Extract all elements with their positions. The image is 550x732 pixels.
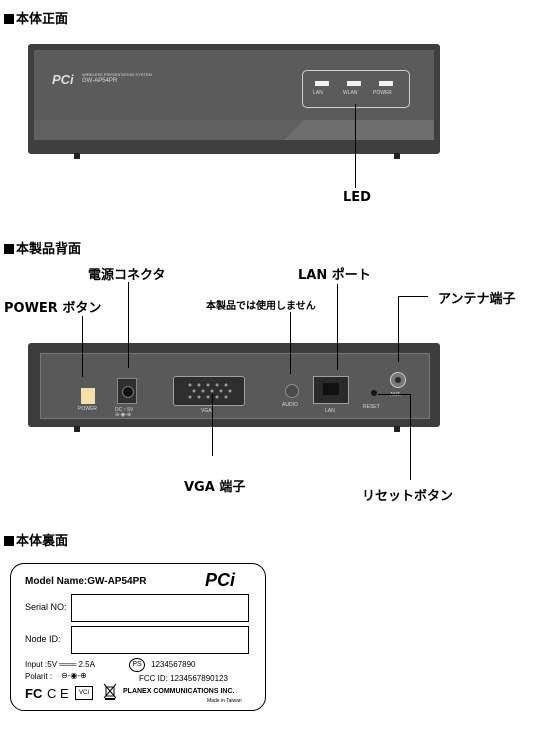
cert-number: 1234567890 [151, 660, 196, 669]
square-bullet-icon [4, 244, 14, 254]
antenna-pin-icon [395, 377, 401, 383]
power-connector-leader-line [128, 282, 129, 368]
back-device: POWER DC・5V ⊖-◉-⊕ VGA AUDIO LAN RESET [28, 343, 440, 427]
back-foot-left [74, 426, 80, 432]
vga-callout: VGA 端子 [184, 480, 246, 495]
power-button-leader-line [82, 316, 83, 377]
vga-port-label: VGA [201, 408, 212, 414]
not-used-callout: 本製品では使用しません [206, 301, 316, 312]
power-connector-callout: 電源コネクタ [88, 268, 166, 283]
power-button-callout: POWER ボタン [4, 301, 102, 316]
ce-mark-icon: C E [47, 686, 69, 701]
lan-port-label: LAN [325, 408, 335, 414]
input-rating: Input :5V ═══ 2.5A [25, 660, 95, 669]
antenna-label: ANT. [390, 392, 401, 398]
front-device: PCi WIRELESS PRESENTATION SYSTEM GW-AP54… [28, 44, 440, 154]
vga-leader-line [212, 394, 213, 456]
dc-polarity-symbol-icon: ⊖-◉-⊕ [115, 412, 132, 418]
led-panel: LAN WLAN POWER [302, 70, 410, 108]
antenna-leader-line-h [398, 296, 428, 297]
reset-button-label: RESET [363, 404, 380, 410]
back-foot-right [394, 426, 400, 432]
back-panel: POWER DC・5V ⊖-◉-⊕ VGA AUDIO LAN RESET [40, 353, 430, 419]
back-section-title: 本製品背面 [4, 238, 81, 257]
vga-port[interactable] [173, 376, 245, 406]
reset-callout: リセットボタン [362, 489, 454, 504]
polarity-symbol-icon: ⊖-◉-⊕ [61, 671, 87, 680]
power-button[interactable] [81, 388, 95, 404]
lan-socket-icon [323, 383, 339, 395]
vga-pins-icon [188, 383, 232, 399]
power-button-label: POWER [78, 406, 97, 412]
front-foot-right [394, 153, 400, 159]
front-title-text: 本体正面 [16, 11, 69, 26]
front-face-shading [34, 120, 434, 140]
polarity-label: Polarit : [25, 672, 53, 681]
dc-power-jack[interactable] [117, 378, 137, 404]
led-power-indicator [379, 81, 393, 86]
front-face: PCi WIRELESS PRESENTATION SYSTEM GW-AP54… [34, 50, 434, 140]
product-label: Model Name:GW-AP54PR PCi Serial NO: Node… [10, 563, 266, 711]
dc-input-label: DC・5V [115, 407, 134, 413]
lan-leader-line [337, 284, 338, 370]
weee-bin-icon [103, 683, 117, 700]
antenna-leader-line-v [398, 296, 399, 362]
vci-mark-icon: VCI [75, 686, 93, 700]
dc-jack-hole-icon [122, 386, 134, 398]
led-lan-indicator [315, 81, 329, 86]
node-id-label: Node ID: [25, 634, 61, 644]
bottom-title-text: 本体裏面 [16, 533, 69, 548]
fcc-id: FCC ID: 1234567890123 [139, 674, 228, 683]
front-system-line: WIRELESS PRESENTATION SYSTEM [82, 72, 152, 77]
led-wlan-label: WLAN [343, 90, 358, 96]
audio-leader-line [290, 312, 291, 374]
square-bullet-icon [4, 536, 14, 546]
lan-port[interactable] [313, 376, 349, 404]
bottom-section-title: 本体裏面 [4, 530, 68, 549]
led-lan-label: LAN [313, 90, 323, 96]
made-in: Made in Taiwan [207, 698, 242, 704]
audio-jack[interactable] [285, 384, 299, 398]
model-name: Model Name:GW-AP54PR [25, 576, 147, 587]
node-id-field [71, 626, 249, 654]
antenna-connector[interactable] [390, 372, 406, 388]
reset-leader-line-h [378, 394, 410, 395]
led-callout-line [355, 104, 356, 188]
lan-port-callout: LAN ポート [298, 268, 371, 283]
audio-jack-label: AUDIO [282, 402, 298, 408]
led-callout: LED [343, 190, 371, 205]
serial-field [71, 594, 249, 622]
cert-mark-icon: PS [129, 658, 145, 672]
antenna-callout: アンテナ端子 [438, 292, 516, 307]
front-section-title: 本体正面 [4, 8, 68, 27]
square-bullet-icon [4, 14, 14, 24]
front-foot-left [74, 153, 80, 159]
serial-label: Serial NO: [25, 602, 67, 612]
back-title-text: 本製品背面 [16, 241, 82, 256]
fc-mark-icon: FC [25, 686, 43, 701]
led-wlan-indicator [347, 81, 361, 86]
label-brand-logo: PCi [205, 570, 236, 590]
front-model-label: GW-AP54PR [82, 78, 118, 84]
led-power-label: POWER [373, 90, 392, 96]
reset-button[interactable] [371, 390, 377, 396]
company-name: PLANEX COMMUNICATIONS INC. [123, 688, 235, 695]
front-brand-logo: PCi [52, 72, 74, 87]
reset-leader-line-v [410, 394, 411, 480]
